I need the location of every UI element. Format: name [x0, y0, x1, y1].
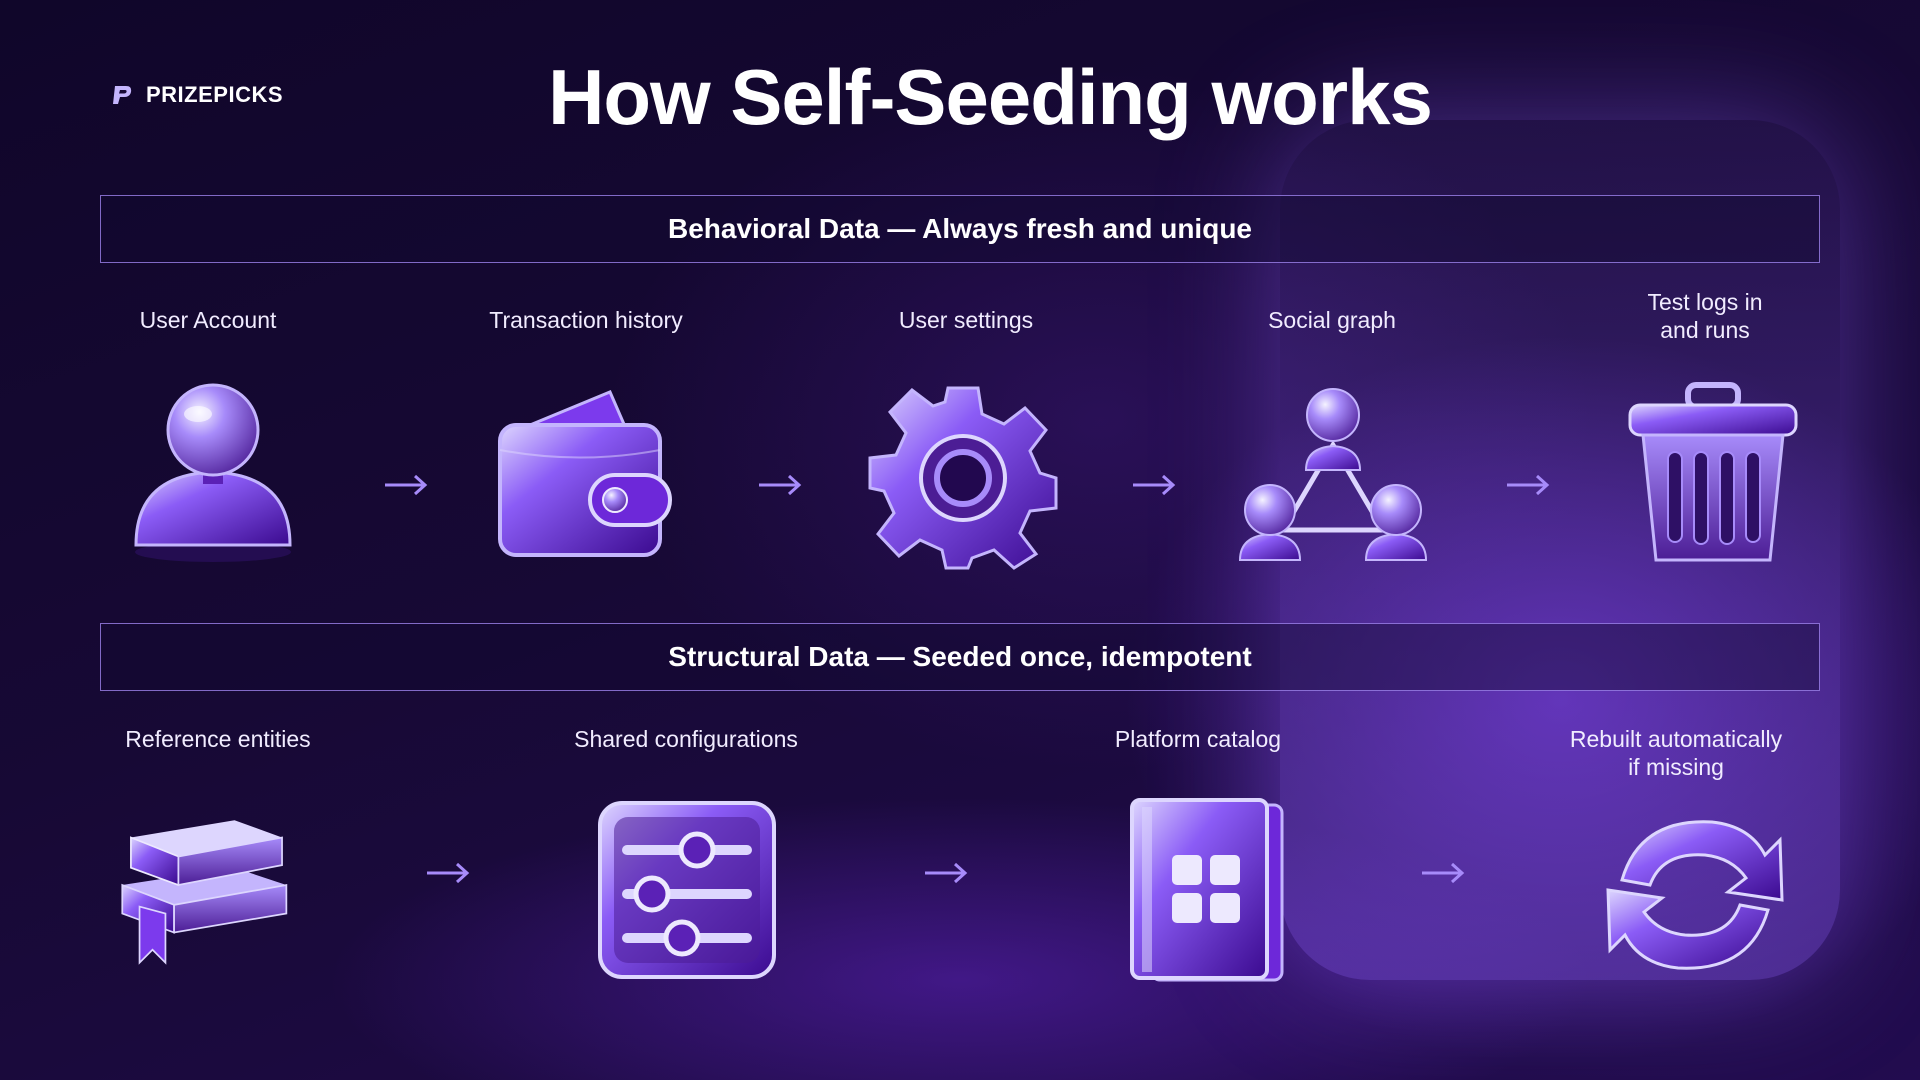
- sliders-icon: [598, 801, 776, 979]
- brand-logo: PRIZEPICKS: [110, 82, 283, 108]
- gear-icon: [868, 386, 1058, 570]
- prizepicks-logo-icon: [113, 86, 132, 104]
- arrow-right-icon: [925, 862, 968, 884]
- wallet-icon: [498, 390, 672, 557]
- step-label-test-logs: Test logs in and runs: [1647, 289, 1763, 343]
- arrow-right-icon: [385, 474, 428, 496]
- trash-icon: [1628, 382, 1798, 562]
- structural-banner: Structural Data — Seeded once, idempoten…: [100, 623, 1820, 691]
- step-label-reference-entities: Reference entities: [125, 726, 311, 752]
- step-label-user-account: User Account: [139, 307, 277, 333]
- arrow-right-icon: [1507, 474, 1550, 496]
- refresh-icon: [1606, 820, 1784, 970]
- behavioral-banner: Behavioral Data — Always fresh and uniqu…: [100, 195, 1820, 263]
- step-label-platform-catalog: Platform catalog: [1114, 726, 1282, 752]
- step-label-rebuilt-automatically: Rebuilt automatically if missing: [1569, 726, 1783, 780]
- arrow-right-icon: [1422, 862, 1465, 884]
- step-label-transaction-history: Transaction history: [489, 307, 683, 333]
- arrow-right-icon: [759, 474, 802, 496]
- step-label-social-graph: Social graph: [1268, 307, 1396, 333]
- books-icon: [121, 820, 288, 965]
- arrow-right-icon: [1133, 474, 1176, 496]
- user-icon: [134, 383, 292, 562]
- catalog-icon: [1130, 798, 1284, 982]
- network-icon: [1238, 388, 1428, 561]
- brand-name: PRIZEPICKS: [146, 82, 284, 107]
- step-label-user-settings: User settings: [898, 307, 1034, 333]
- arrow-right-icon: [427, 862, 470, 884]
- page-title: How Self-Seeding works: [548, 53, 1433, 141]
- step-label-shared-configurations: Shared configurations: [574, 726, 798, 752]
